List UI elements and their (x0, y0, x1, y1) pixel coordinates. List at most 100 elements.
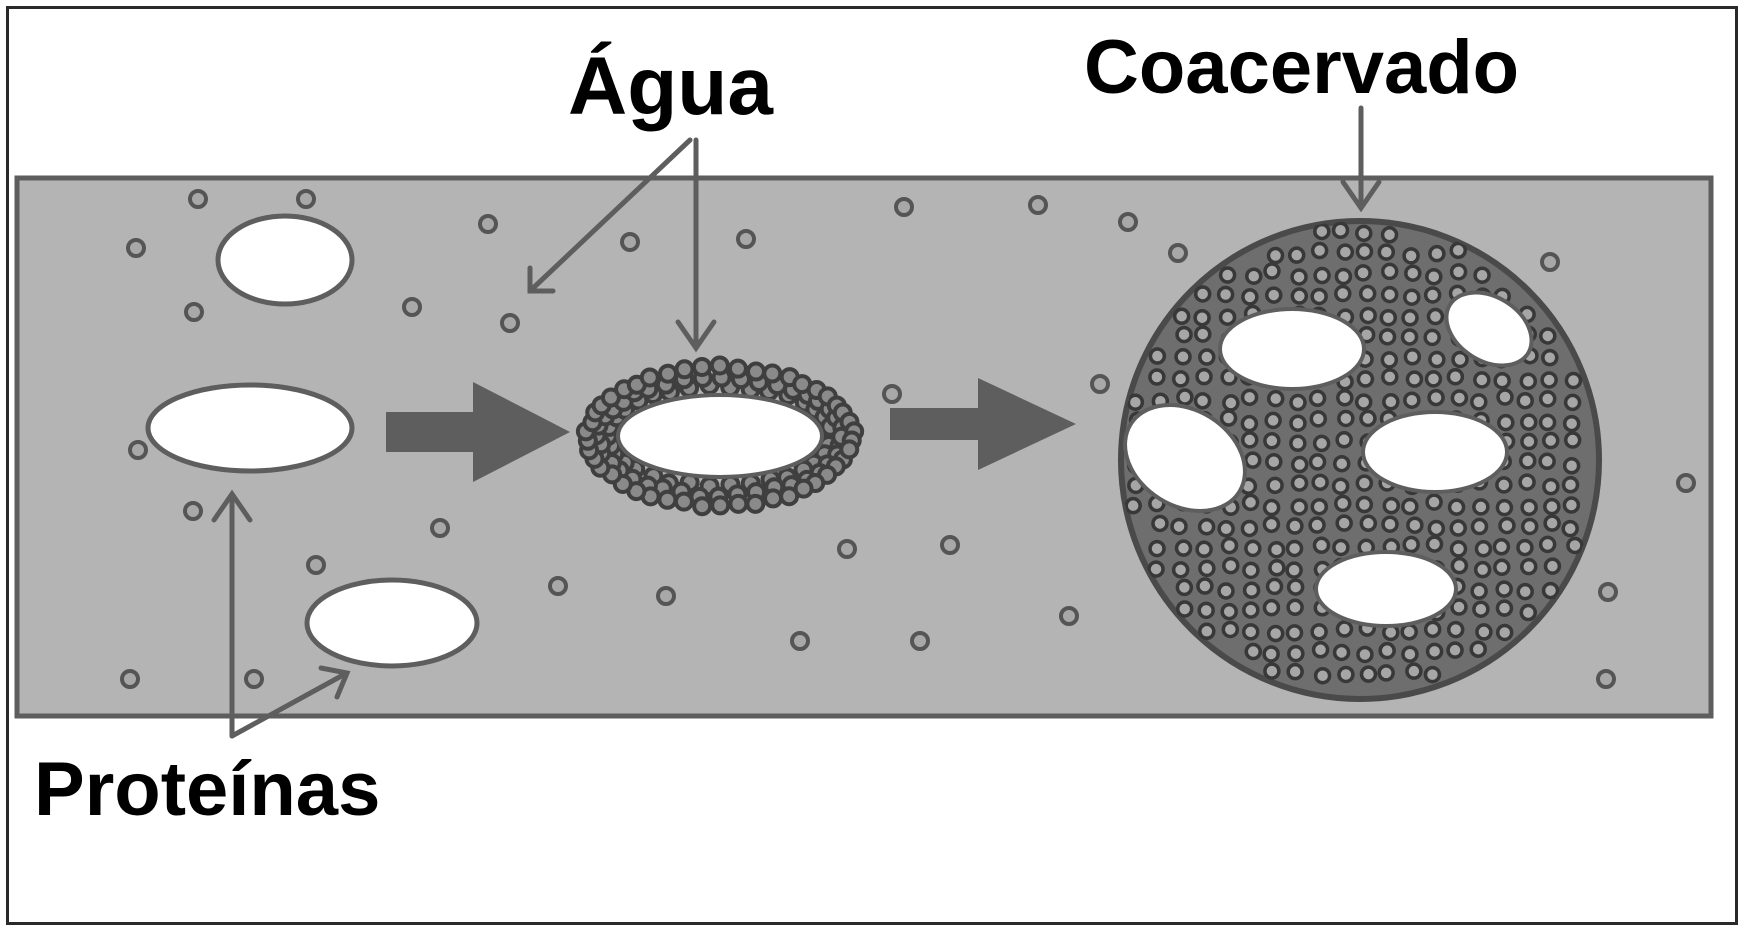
water-molecule (1545, 516, 1559, 530)
water-molecule (1061, 608, 1077, 624)
water-molecule (1172, 519, 1186, 533)
water-molecule (1198, 579, 1212, 593)
water-molecule (1196, 287, 1210, 301)
water-molecule (1357, 244, 1371, 258)
water-molecule (730, 496, 746, 512)
water-molecule (1357, 395, 1371, 409)
water-molecule (1541, 329, 1555, 343)
water-molecule (839, 541, 855, 557)
water-molecule (1427, 495, 1441, 509)
water-molecule (1545, 500, 1559, 514)
water-molecule (1222, 539, 1236, 553)
water-molecule (1126, 499, 1140, 513)
water-molecule (1520, 475, 1534, 489)
water-molecule (1268, 478, 1282, 492)
water-molecule (1474, 602, 1488, 616)
water-molecule (622, 234, 638, 250)
water-molecule (1402, 625, 1416, 639)
water-molecule (1337, 622, 1351, 636)
water-molecule (764, 366, 780, 382)
water-molecule (1563, 522, 1577, 536)
water-molecule (1450, 500, 1464, 514)
water-molecule (1153, 516, 1167, 530)
water-molecule (1312, 289, 1326, 303)
water-molecule (1356, 266, 1370, 280)
water-molecule (432, 520, 448, 536)
water-molecule (1264, 647, 1278, 661)
water-molecule (1564, 498, 1578, 512)
water-molecule (1383, 288, 1397, 302)
water-molecule (1177, 580, 1191, 594)
water-molecule (1451, 521, 1465, 535)
water-molecule (1174, 563, 1188, 577)
water-molecule (1288, 541, 1302, 555)
water-molecule (1448, 643, 1462, 657)
water-molecule (1334, 223, 1348, 237)
water-molecule (1542, 373, 1556, 387)
water-molecule (1335, 645, 1349, 659)
water-molecule (1564, 478, 1578, 492)
coacervate-protein-1 (1220, 309, 1364, 389)
water-molecule (1244, 495, 1258, 509)
water-molecule (1288, 519, 1302, 533)
water-molecule (1358, 372, 1372, 386)
water-molecule (1521, 454, 1535, 468)
water-molecule (1335, 457, 1349, 471)
water-molecule (1403, 330, 1417, 344)
water-molecule (1497, 478, 1511, 492)
water-molecule (1473, 520, 1487, 534)
water-molecule (738, 231, 754, 247)
water-molecule (1383, 264, 1397, 278)
water-molecule (1337, 516, 1351, 530)
water-molecule (1266, 413, 1280, 427)
water-molecule (1149, 562, 1163, 576)
water-molecule (1200, 624, 1214, 638)
water-molecule (1265, 264, 1279, 278)
water-molecule (1361, 287, 1375, 301)
water-molecule (130, 442, 146, 458)
water-molecule (1128, 395, 1142, 409)
water-molecule (1383, 517, 1397, 531)
water-molecule (1451, 542, 1465, 556)
water-molecule (1290, 248, 1304, 262)
water-molecule (1523, 519, 1537, 533)
water-molecule (1177, 541, 1191, 555)
water-molecule (1522, 500, 1536, 514)
water-molecule (1292, 289, 1306, 303)
water-molecule (1357, 498, 1371, 512)
water-molecule (1379, 245, 1393, 259)
water-molecule (1313, 244, 1327, 258)
water-molecule (884, 386, 900, 402)
water-molecule (1221, 268, 1235, 282)
water-molecule (1426, 288, 1440, 302)
water-molecule (1361, 308, 1375, 322)
water-molecule (1404, 538, 1418, 552)
water-molecule (1197, 370, 1211, 384)
water-molecule (1200, 350, 1214, 364)
water-molecule (1544, 480, 1558, 494)
water-molecule (1477, 625, 1491, 639)
water-molecule (1405, 290, 1419, 304)
water-molecule (1495, 374, 1509, 388)
water-molecule (1195, 311, 1209, 325)
water-molecule (246, 671, 262, 687)
water-molecule (1361, 667, 1375, 681)
water-molecule (1288, 665, 1302, 679)
water-molecule (1313, 475, 1327, 489)
water-molecule (1408, 518, 1422, 532)
water-molecule (1358, 647, 1372, 661)
water-molecule (676, 494, 692, 510)
water-molecule (1338, 245, 1352, 259)
water-molecule (660, 366, 676, 382)
water-molecule (1289, 580, 1303, 594)
water-molecule (1522, 435, 1536, 449)
water-molecule (1541, 537, 1555, 551)
water-molecule (1269, 392, 1283, 406)
water-molecule (1291, 436, 1305, 450)
water-molecule (1221, 310, 1235, 324)
water-molecule (912, 633, 928, 649)
water-molecule (1384, 395, 1398, 409)
water-molecule (1381, 311, 1395, 325)
water-molecule (1223, 622, 1237, 636)
water-molecule (1545, 559, 1559, 573)
